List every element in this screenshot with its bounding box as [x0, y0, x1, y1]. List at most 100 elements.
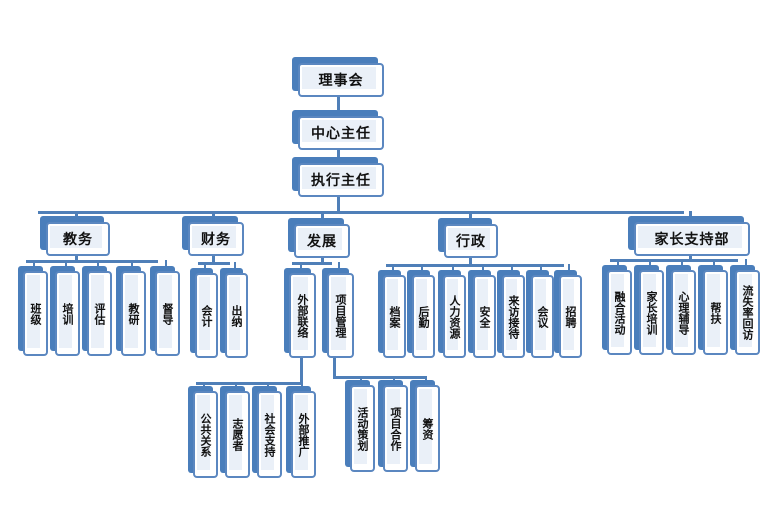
connector-to-child — [511, 264, 513, 270]
unit-parent-support-1[interactable]: 家长培训 — [634, 265, 664, 355]
node-fill — [91, 275, 104, 348]
subunit-0-2[interactable]: 社会支持 — [252, 386, 282, 478]
unit-academic-0[interactable]: 班级 — [18, 266, 48, 356]
subgroup-bus — [196, 382, 303, 385]
unit-academic-2[interactable]: 评估 — [82, 266, 112, 356]
connector-to-child — [300, 262, 302, 268]
node-fill — [331, 277, 346, 350]
connector-to-child — [234, 262, 236, 268]
unit-finance-0[interactable]: 会计 — [190, 268, 218, 358]
connector-to-subunit — [235, 382, 237, 386]
node-label: 中心主任 — [311, 126, 371, 142]
node-fill — [739, 274, 752, 347]
node-label: 执行主任 — [311, 173, 371, 189]
node-label: 培训 — [61, 302, 74, 325]
children-bus — [26, 260, 158, 263]
node-fill — [229, 395, 242, 470]
node-center-director[interactable]: 中心主任 — [292, 110, 384, 150]
node-label: 志愿者 — [231, 418, 244, 451]
node-label: 外部联络 — [296, 293, 309, 338]
department-bus — [38, 211, 684, 214]
unit-administration-6[interactable]: 招聘 — [554, 270, 582, 358]
unit-academic-1[interactable]: 培训 — [50, 266, 80, 356]
department-development[interactable]: 发展 — [288, 218, 350, 258]
subunit-1-1[interactable]: 项目合作 — [378, 380, 408, 472]
node-fill — [387, 279, 398, 350]
department-finance[interactable]: 财务 — [182, 216, 244, 256]
unit-administration-2[interactable]: 人力资源 — [438, 270, 466, 358]
node-fill — [416, 279, 427, 350]
node-label: 帮扶 — [709, 301, 722, 324]
unit-parent-support-4[interactable]: 流失率回访 — [730, 265, 760, 355]
connector-department-children — [469, 258, 472, 264]
node-label: 出纳 — [230, 304, 243, 327]
node-label: 社会支持 — [263, 412, 276, 457]
node-label: 后勤 — [417, 305, 430, 328]
unit-academic-3[interactable]: 教研 — [116, 266, 146, 356]
node-label: 招聘 — [564, 305, 577, 328]
node-fill — [506, 279, 517, 350]
unit-administration-1[interactable]: 后勤 — [407, 270, 435, 358]
node-board[interactable]: 理事会 — [292, 57, 384, 97]
subunit-0-0[interactable]: 公共关系 — [188, 386, 218, 478]
node-label: 行政 — [456, 234, 486, 250]
department-parent-support[interactable]: 家长支持部 — [628, 216, 750, 256]
connector-to-department — [212, 211, 215, 218]
unit-development-1[interactable]: 项目管理 — [322, 268, 354, 358]
unit-administration-5[interactable]: 会议 — [526, 270, 554, 358]
node-fill — [293, 277, 308, 350]
connector-to-child — [97, 260, 99, 266]
node-label: 会计 — [200, 304, 213, 327]
children-bus — [610, 259, 738, 262]
connector-to-department — [75, 211, 78, 218]
node-label: 教务 — [63, 232, 93, 248]
node-label: 档案 — [388, 305, 401, 328]
node-executive-director[interactable]: 执行主任 — [292, 157, 384, 197]
unit-administration-4[interactable]: 来访接待 — [497, 270, 525, 358]
node-fill — [302, 67, 376, 89]
connector-department-children — [321, 258, 324, 262]
connector-to-department — [689, 211, 692, 218]
connector-to-child — [745, 259, 747, 265]
node-label: 评估 — [93, 302, 106, 325]
connector-to-child — [649, 259, 651, 265]
connector-subgroup — [333, 358, 336, 376]
subunit-1-2[interactable]: 筹资 — [410, 380, 440, 472]
department-academic[interactable]: 教务 — [40, 216, 110, 256]
node-label: 筹资 — [421, 417, 434, 440]
connector-to-department — [469, 211, 472, 218]
connector-department-children — [75, 256, 78, 260]
node-fill — [261, 395, 274, 470]
connector-to-child — [681, 259, 683, 265]
node-fill — [50, 226, 102, 248]
node-fill — [419, 389, 432, 464]
unit-finance-1[interactable]: 出纳 — [220, 268, 248, 358]
connector-to-child — [482, 264, 484, 270]
node-fill — [192, 226, 236, 248]
node-label: 流失率回访 — [741, 285, 754, 340]
connector-subgroup — [300, 358, 303, 382]
node-label: 融合活动 — [613, 290, 626, 335]
children-bus — [198, 262, 230, 265]
unit-parent-support-0[interactable]: 融合活动 — [602, 265, 632, 355]
unit-administration-3[interactable]: 安全 — [468, 270, 496, 358]
connector-to-child — [540, 264, 542, 270]
subunit-0-3[interactable]: 外部推广 — [286, 386, 316, 478]
department-administration[interactable]: 行政 — [438, 218, 498, 258]
node-fill — [643, 274, 656, 347]
subunit-0-1[interactable]: 志愿者 — [220, 386, 250, 478]
node-label: 家长培训 — [645, 290, 658, 335]
unit-development-0[interactable]: 外部联络 — [284, 268, 316, 358]
node-fill — [354, 389, 367, 464]
connector-to-child — [617, 259, 619, 265]
unit-parent-support-3[interactable]: 帮扶 — [698, 265, 728, 355]
connector-department-children — [212, 256, 215, 262]
unit-academic-4[interactable]: 督导 — [150, 266, 180, 356]
unit-administration-0[interactable]: 档案 — [378, 270, 406, 358]
node-label: 教研 — [127, 302, 140, 325]
subunit-1-0[interactable]: 活动策划 — [345, 380, 375, 472]
node-label: 项目管理 — [334, 293, 347, 338]
node-fill — [199, 277, 210, 350]
node-fill — [447, 279, 458, 350]
unit-parent-support-2[interactable]: 心理辅导 — [666, 265, 696, 355]
